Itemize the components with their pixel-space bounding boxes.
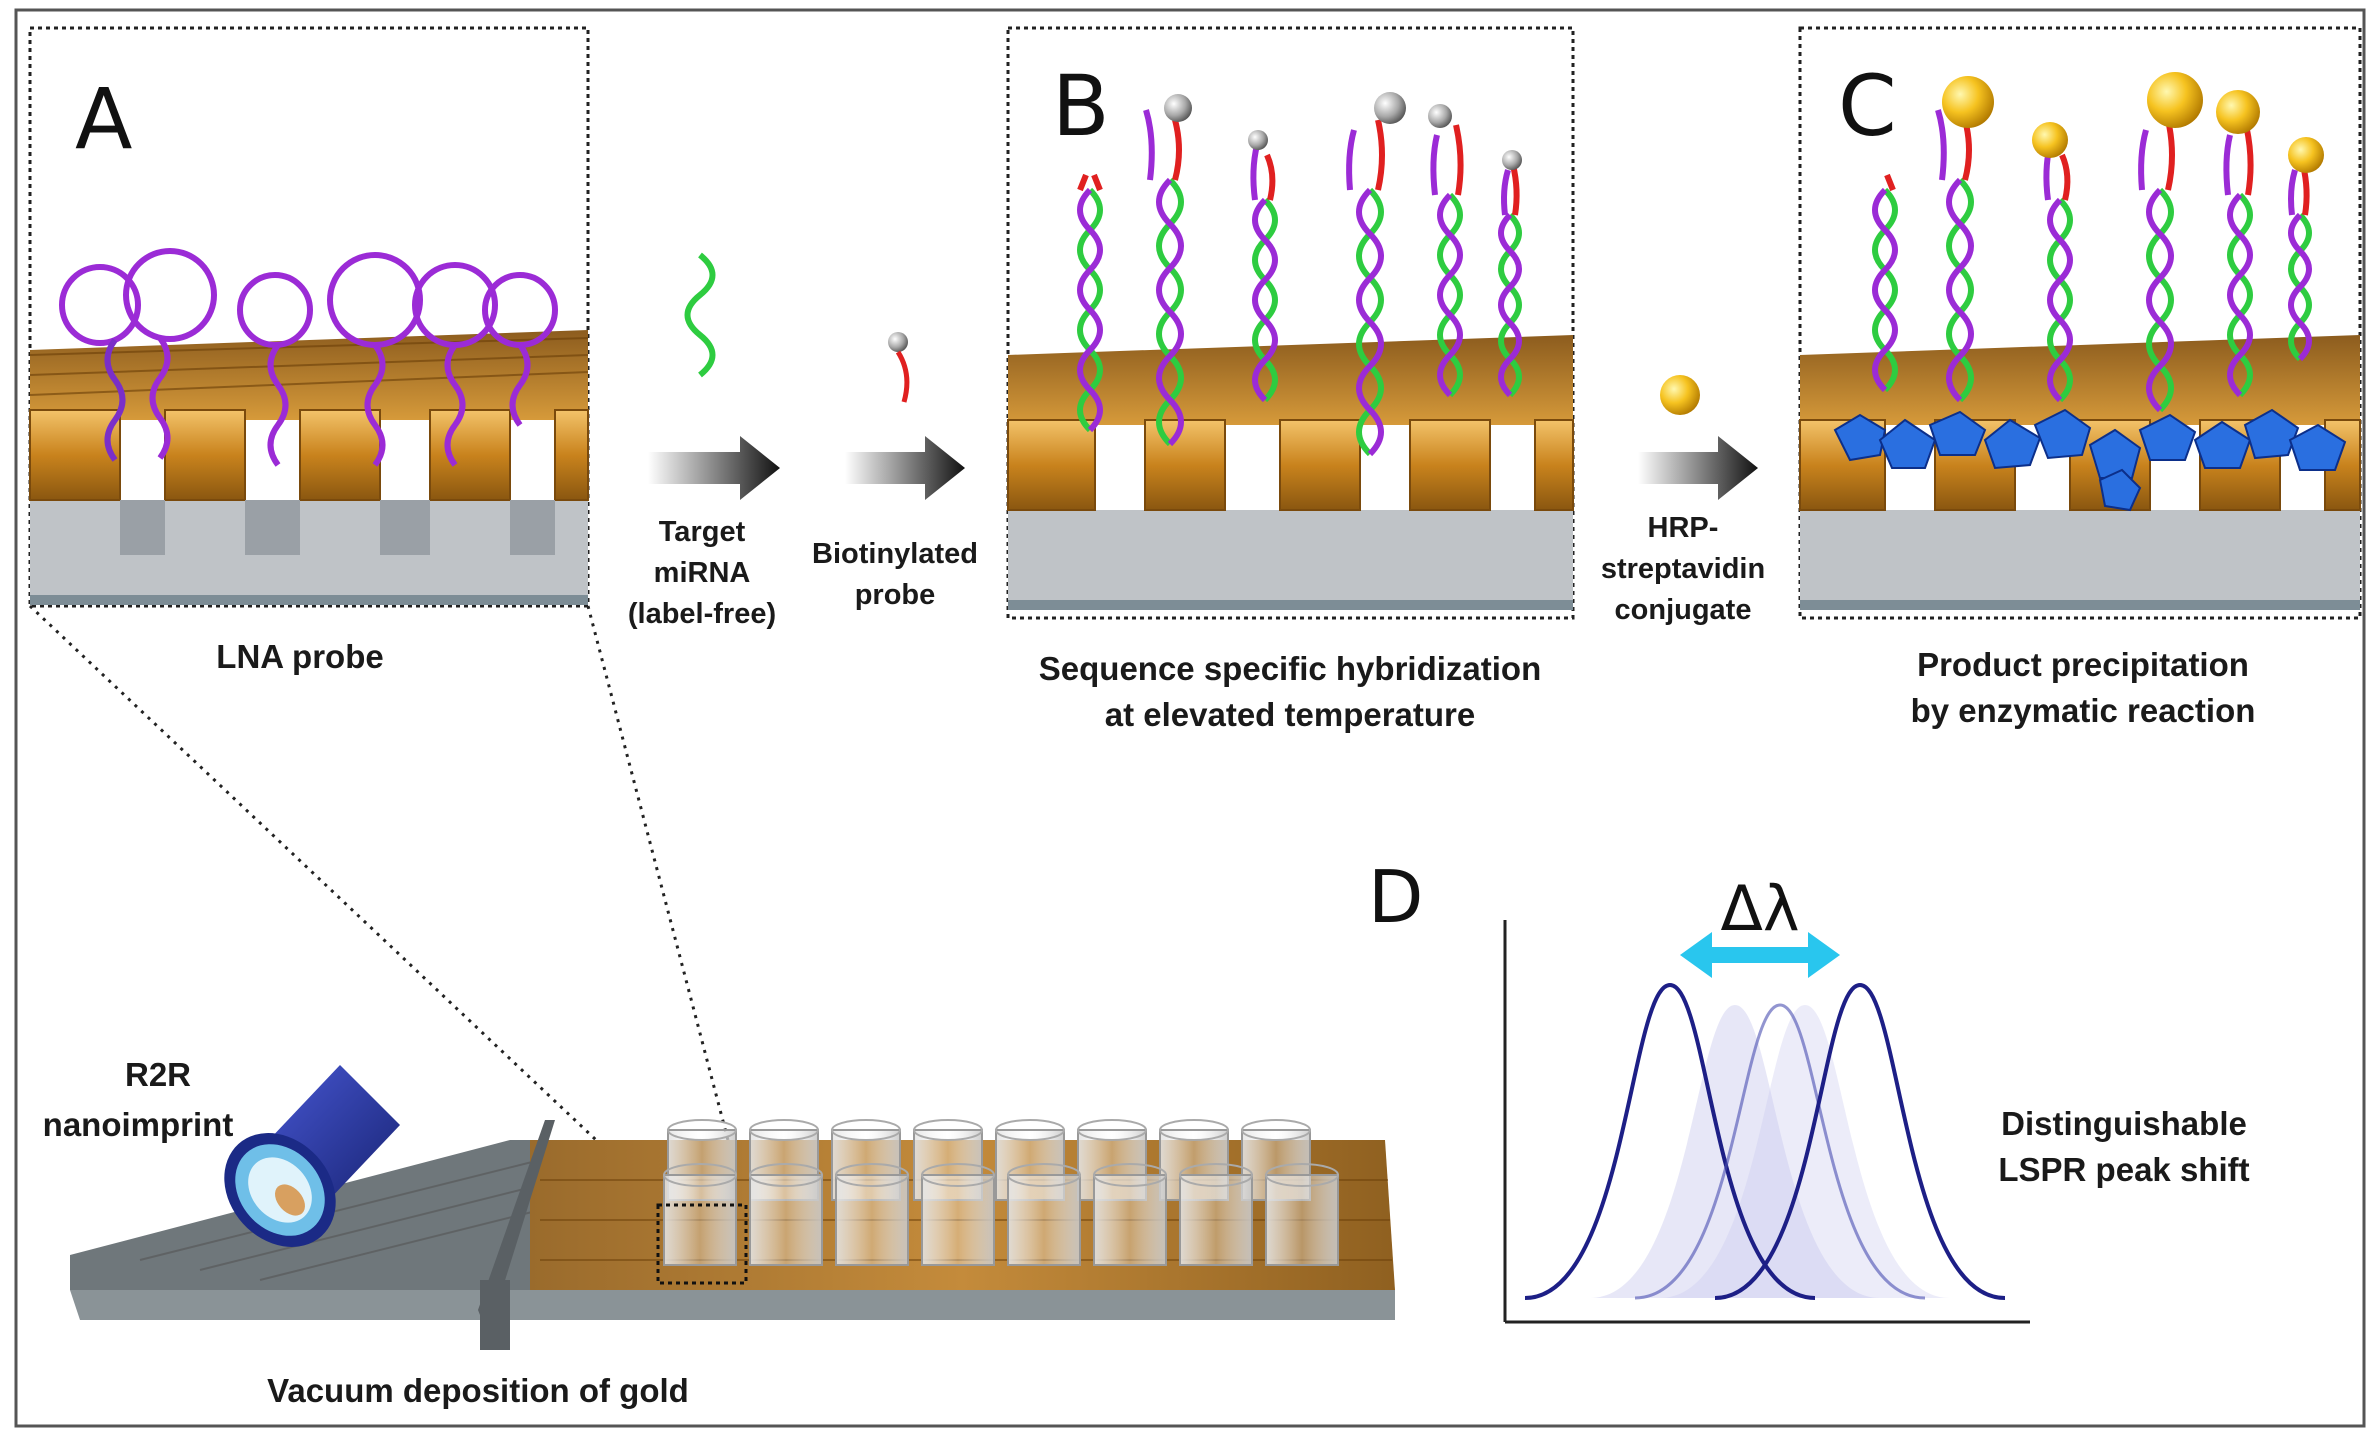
lna-probes bbox=[59, 248, 558, 467]
r2r-label-line2: nanoimprint bbox=[43, 1106, 234, 1143]
panel-a: A bbox=[28, 26, 590, 675]
hybridized-duplexes-b bbox=[1077, 109, 1522, 457]
gold-nanograting bbox=[29, 330, 589, 605]
step-arrow-2 bbox=[845, 436, 965, 500]
panel-d: D Δλ Distinguishable LSPR peak shift bbox=[1368, 855, 2250, 1324]
hrp-label-line1: HRP- bbox=[1648, 512, 1719, 544]
figure-frame bbox=[14, 8, 2366, 1428]
biotin-probe-strand bbox=[895, 350, 910, 403]
lspr-axes bbox=[1503, 920, 2030, 1324]
target-mirna-strand bbox=[684, 252, 716, 378]
panel-c-caption-line2: by enzymatic reaction bbox=[1911, 692, 2256, 729]
biotin-icon bbox=[888, 332, 908, 352]
target-label-line3: (label-free) bbox=[628, 598, 776, 630]
hrp-conjugates-c bbox=[1942, 72, 2324, 173]
panel-b: B bbox=[1006, 26, 1575, 733]
step-arrow-3 bbox=[1638, 436, 1758, 500]
substrate-base bbox=[70, 1290, 1395, 1320]
panel-a-caption: LNA probe bbox=[216, 638, 383, 675]
fabrication-scene: R2R nanoimprint Vacuum deposition of gol… bbox=[43, 1056, 1395, 1409]
peak-shift-arrow bbox=[1680, 932, 1840, 978]
panel-b-caption-line2: at elevated temperature bbox=[1105, 696, 1476, 733]
gold-nanograting-c bbox=[1799, 335, 2361, 610]
zoom-lines bbox=[28, 604, 747, 1207]
r2r-label-line1: R2R bbox=[125, 1056, 191, 1093]
step-target-mirna: Target miRNA (label-free) bbox=[628, 252, 780, 630]
hybridized-duplexes-c bbox=[1872, 109, 2312, 413]
gold-nanograting-b bbox=[1007, 335, 1574, 610]
panel-d-caption-line1: Distinguishable bbox=[2001, 1105, 2247, 1142]
r2r-roller bbox=[224, 1065, 400, 1247]
hrp-streptavidin-icon bbox=[1660, 375, 1700, 415]
panel-c-letter: C bbox=[1838, 57, 1897, 155]
well-plate bbox=[656, 1119, 1339, 1285]
step-hrp-streptavidin: HRP- streptavidin conjugate bbox=[1601, 375, 1765, 626]
hrp-label-line2: streptavidin bbox=[1601, 553, 1765, 585]
hrp-label-line3: conjugate bbox=[1615, 594, 1752, 626]
step-arrow-1 bbox=[648, 436, 780, 500]
panel-a-letter: A bbox=[75, 70, 132, 168]
biotin-label-line1: Biotinylated bbox=[812, 538, 978, 570]
vacuum-deposition-label: Vacuum deposition of gold bbox=[267, 1372, 689, 1409]
panel-c-caption-line1: Product precipitation bbox=[1917, 646, 2249, 683]
lspr-spectra bbox=[1524, 982, 2006, 1300]
zoom-region-box bbox=[656, 1203, 748, 1285]
panel-b-caption-line1: Sequence specific hybridization bbox=[1039, 650, 1541, 687]
panel-b-letter: B bbox=[1052, 57, 1110, 155]
target-label-line1: Target bbox=[659, 516, 746, 548]
delta-lambda-label: Δλ bbox=[1720, 872, 1799, 945]
step-biotinylated-probe: Biotinylated probe bbox=[812, 332, 978, 611]
panel-c: C bbox=[1798, 26, 2362, 729]
biotin-labels-b bbox=[1164, 92, 1522, 170]
target-label-line2: miRNA bbox=[654, 557, 751, 589]
panel-d-letter: D bbox=[1368, 855, 1423, 939]
enzymatic-precipitate bbox=[1833, 408, 2347, 512]
biotin-label-line2: probe bbox=[855, 579, 936, 611]
panel-d-caption-line2: LSPR peak shift bbox=[1998, 1151, 2249, 1188]
